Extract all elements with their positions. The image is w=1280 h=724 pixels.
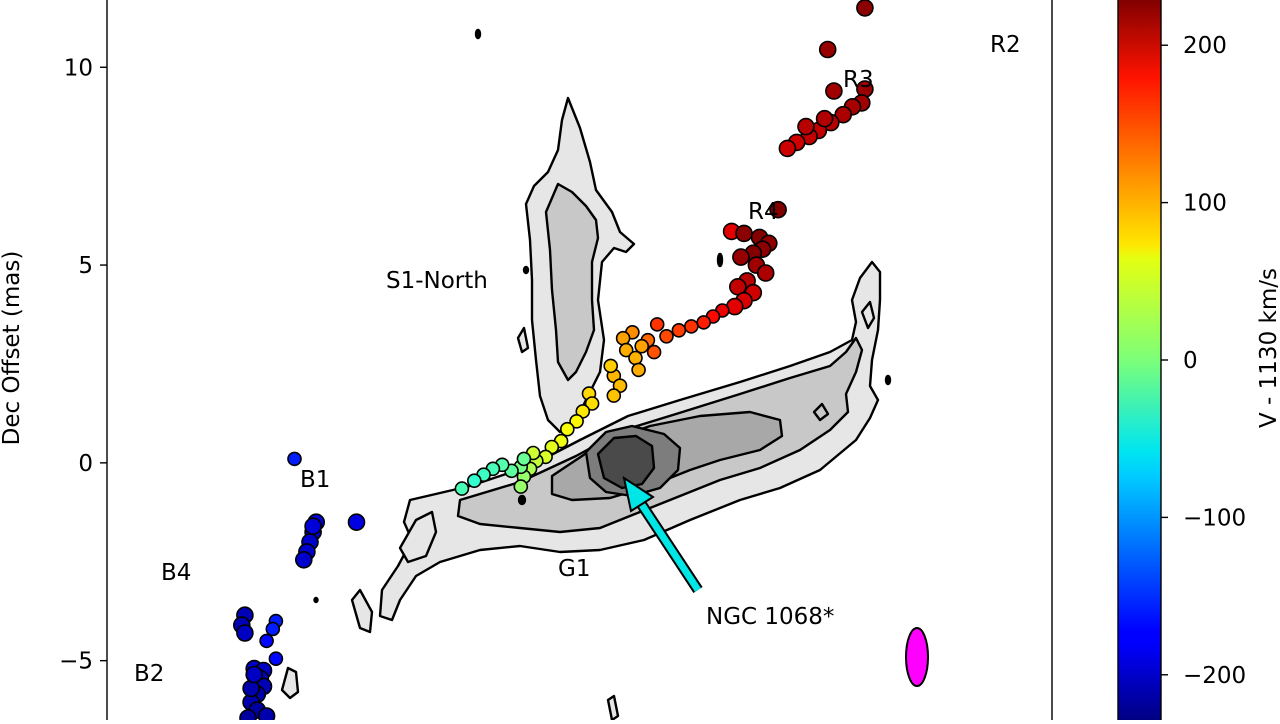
colorbar-tick-label: 0 [1183, 348, 1198, 374]
maser-spot [569, 413, 584, 429]
label-b2: B2 [134, 661, 164, 687]
maser-spot [646, 344, 662, 360]
colorbar-label: V - 1130 km/s [1256, 268, 1280, 428]
label-r3: R3 [843, 67, 874, 93]
y-tick-label: −5 [59, 649, 93, 675]
colorbar-tick-label: 100 [1183, 191, 1227, 217]
maser-spot [756, 264, 775, 282]
label-b1: B1 [300, 467, 330, 493]
maser-spot [649, 317, 665, 332]
maser-spot [236, 624, 254, 642]
maser-spot [454, 481, 470, 496]
maser-spot [825, 82, 843, 100]
beam-ellipse [905, 627, 929, 687]
maser-spot [287, 451, 302, 467]
maser-spot [778, 139, 797, 158]
maser-spot [683, 319, 699, 334]
maser-spot [634, 338, 650, 354]
maser-spot [347, 513, 366, 532]
label-ngc1068: NGC 1068* [706, 604, 834, 630]
maser-spot [513, 479, 529, 494]
label-r4: R4 [748, 199, 779, 225]
maser-spot [294, 550, 313, 569]
colorbar-axis: 200 100 0 −100 −200 [1161, 33, 1246, 689]
maser-spot [257, 707, 276, 720]
maser-spot [245, 665, 263, 684]
label-r2: R2 [990, 32, 1021, 58]
contour-dot-1 [474, 28, 482, 40]
colorbar-tick-label: 200 [1183, 33, 1227, 59]
label-g1: G1 [558, 556, 590, 582]
contour-island-left-2 [350, 588, 374, 634]
maser-spot [559, 421, 575, 437]
maser-spot [606, 388, 622, 403]
y-axis-label: Dec Offset (mas) [0, 251, 25, 446]
contour-island-bottom [280, 666, 300, 700]
maser-spot [834, 105, 853, 124]
maser-spot [466, 473, 482, 489]
maser-spot [516, 451, 532, 467]
contour-core-inner [596, 434, 656, 490]
maser-spot [265, 621, 281, 637]
maser-spot [259, 633, 274, 649]
contour-island-right [860, 300, 876, 330]
maser-points [233, 0, 874, 720]
y-tick-label: 10 [64, 55, 93, 81]
y-axis: 10 5 0 −5 [59, 55, 107, 675]
maser-spot [735, 224, 753, 243]
contour-island-small [516, 326, 530, 354]
maser-spot [732, 248, 750, 266]
maser-spot [797, 117, 815, 136]
contour-dot-2 [716, 252, 724, 268]
maser-spot [769, 200, 787, 219]
maser-spot [304, 517, 322, 536]
maser-spot [659, 328, 674, 344]
maser-spot [696, 315, 712, 330]
y-tick-label: 5 [78, 253, 93, 279]
colorbar [1117, 0, 1162, 723]
maser-spot [815, 109, 834, 128]
label-s1-north: S1-North [386, 268, 488, 294]
maser-spot [628, 350, 643, 366]
maser-spot [268, 651, 284, 667]
maser-spot [818, 40, 837, 59]
ngc-arrow [622, 475, 703, 594]
contour-dot-4 [884, 374, 892, 386]
maser-spot [618, 342, 634, 358]
maser-spot [856, 0, 874, 17]
contour-s1-north-inner [544, 182, 600, 382]
colorbar-tick-label: −100 [1183, 505, 1246, 531]
contour-map [280, 28, 892, 720]
maser-spot [239, 709, 257, 720]
contour-dot-6 [313, 596, 319, 604]
y-tick-label: 0 [78, 451, 93, 477]
maser-spot [603, 358, 619, 374]
colorbar-tick-label: −200 [1183, 663, 1246, 689]
contour-dot-3 [522, 265, 530, 275]
contour-island-knot [812, 402, 830, 422]
contour-island-left [398, 510, 438, 564]
maser-spot [615, 330, 631, 346]
maser-spot [671, 322, 687, 338]
maser-spot [631, 362, 646, 378]
contour-dot-5 [517, 494, 527, 506]
maser-spot [584, 396, 600, 411]
contour-island-bottom-2 [606, 694, 620, 720]
label-b4: B4 [161, 560, 191, 586]
